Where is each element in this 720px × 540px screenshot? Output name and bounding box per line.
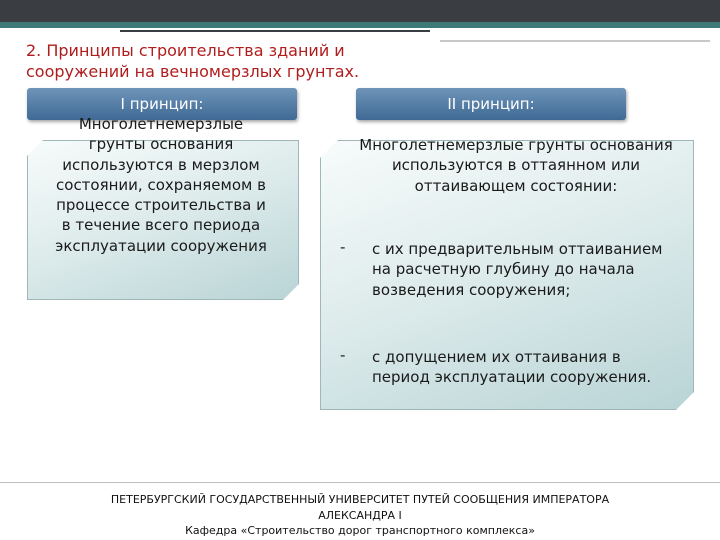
footer-department: Кафедра «Строительство дорог транспортно… [185, 524, 535, 537]
top-bar [0, 0, 720, 22]
slide-title: 2. Принципы строительства зданий и соору… [26, 41, 360, 81]
footer-university-line1: ПЕТЕРБУРГСКИЙ ГОСУДАРСТВЕННЫЙ УНИВЕРСИТЕ… [110, 493, 610, 506]
principle-2-header: II принцип: [356, 88, 626, 120]
principle-1-header: I принцип: [27, 88, 297, 120]
bullet-marker: - [340, 346, 346, 364]
principle-2-intro: Многолетнемерзлые грунты основания испол… [359, 136, 673, 195]
footer-university-line2: АЛЕКСАНДРА I [318, 509, 402, 522]
top-accent-bar [0, 22, 720, 28]
title-rule-light [440, 40, 710, 42]
principle-1-card [27, 140, 299, 300]
bullet-marker: - [340, 238, 346, 256]
principle-2-card [320, 140, 694, 410]
principle-1-text: Многолетнемерзлые грунты основания испол… [55, 115, 267, 255]
principle-2-bullet-1: с их предварительным оттаиванием на расч… [372, 240, 663, 299]
title-rule-dark [120, 30, 430, 32]
principle-2-bullet-2: с допущением их оттаивания в период эксп… [372, 348, 652, 387]
footer-divider [0, 482, 720, 483]
